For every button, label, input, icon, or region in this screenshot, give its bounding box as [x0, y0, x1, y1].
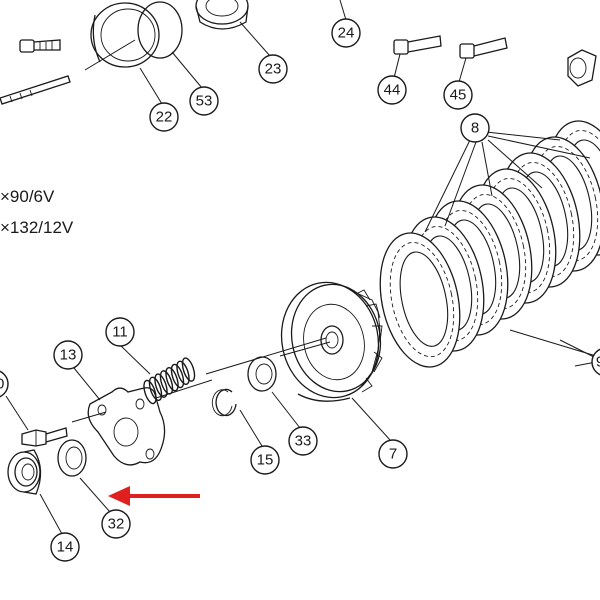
callout-11: 11 — [105, 317, 135, 347]
callout-13: 13 — [53, 340, 83, 370]
part-23-filter — [195, 0, 249, 30]
svg-text:53: 53 — [196, 93, 213, 110]
callout-leaders — [39, 0, 391, 535]
svg-text:14: 14 — [57, 539, 74, 556]
part-33-washer — [247, 356, 277, 392]
callout-24: 24 — [331, 18, 361, 48]
spring-coil — [148, 376, 163, 402]
part-22-cover — [84, 2, 160, 71]
part-9-leader-lines — [509, 329, 597, 367]
bolt-top-left — [19, 39, 61, 53]
svg-text:23: 23 — [265, 61, 282, 78]
svg-text:33: 33 — [295, 433, 312, 450]
callout-33: 33 — [288, 426, 318, 456]
spring-coil — [170, 363, 185, 389]
part-8-leader-lines — [424, 131, 591, 233]
part-53-oring — [137, 1, 183, 59]
part-45-bolt — [458, 37, 508, 83]
callout-10: 10 — [0, 370, 9, 398]
assembly-axis-lines — [71, 337, 331, 423]
svg-text:45: 45 — [450, 87, 467, 104]
part-8-clutch-plates — [379, 120, 600, 368]
spec-12v: ×132/12V — [0, 218, 74, 237]
callout-22: 22 — [149, 102, 179, 132]
spring-coil — [165, 366, 179, 392]
spring-coil — [181, 357, 196, 382]
part-14-bearing — [7, 449, 42, 495]
svg-text:15: 15 — [257, 452, 274, 469]
part-32-washer — [57, 439, 87, 477]
clutch-plate — [379, 232, 461, 368]
spring-coil — [154, 373, 168, 398]
callout-15: 15 — [250, 445, 280, 475]
svg-text:11: 11 — [112, 324, 128, 341]
part-7-clutch-hub — [280, 281, 383, 402]
callout-9: 9 — [591, 348, 600, 376]
spring-coil — [176, 360, 190, 386]
part-13-pressure-plate — [87, 387, 166, 466]
long-rod — [0, 75, 71, 105]
callout-23: 23 — [258, 54, 288, 84]
svg-text:7: 7 — [389, 446, 397, 463]
callout-44: 44 — [377, 75, 407, 105]
callout-53: 53 — [189, 86, 219, 116]
svg-text:10: 10 — [0, 376, 4, 393]
spec-6v: ×90/6V — [0, 187, 55, 206]
svg-text:32: 32 — [108, 516, 125, 533]
callout-45: 45 — [443, 80, 473, 110]
spring-coil — [143, 379, 157, 405]
svg-text:8: 8 — [471, 120, 479, 137]
callout-7: 7 — [378, 439, 408, 469]
part-10-bolt — [5, 395, 68, 447]
callout-14: 14 — [50, 532, 80, 562]
svg-text:24: 24 — [338, 25, 355, 42]
part-44-bolt — [393, 35, 442, 79]
callout-8: 8 — [460, 113, 490, 143]
svg-text:44: 44 — [384, 82, 401, 99]
svg-text:9: 9 — [596, 354, 600, 371]
callout-32: 32 — [101, 509, 131, 539]
svg-text:13: 13 — [60, 347, 77, 364]
part-11-spring — [143, 357, 196, 405]
red-arrow-pointer — [108, 486, 200, 506]
part-15-circlip — [211, 388, 237, 417]
svg-text:22: 22 — [156, 109, 173, 126]
fitting-top-right — [567, 49, 597, 87]
